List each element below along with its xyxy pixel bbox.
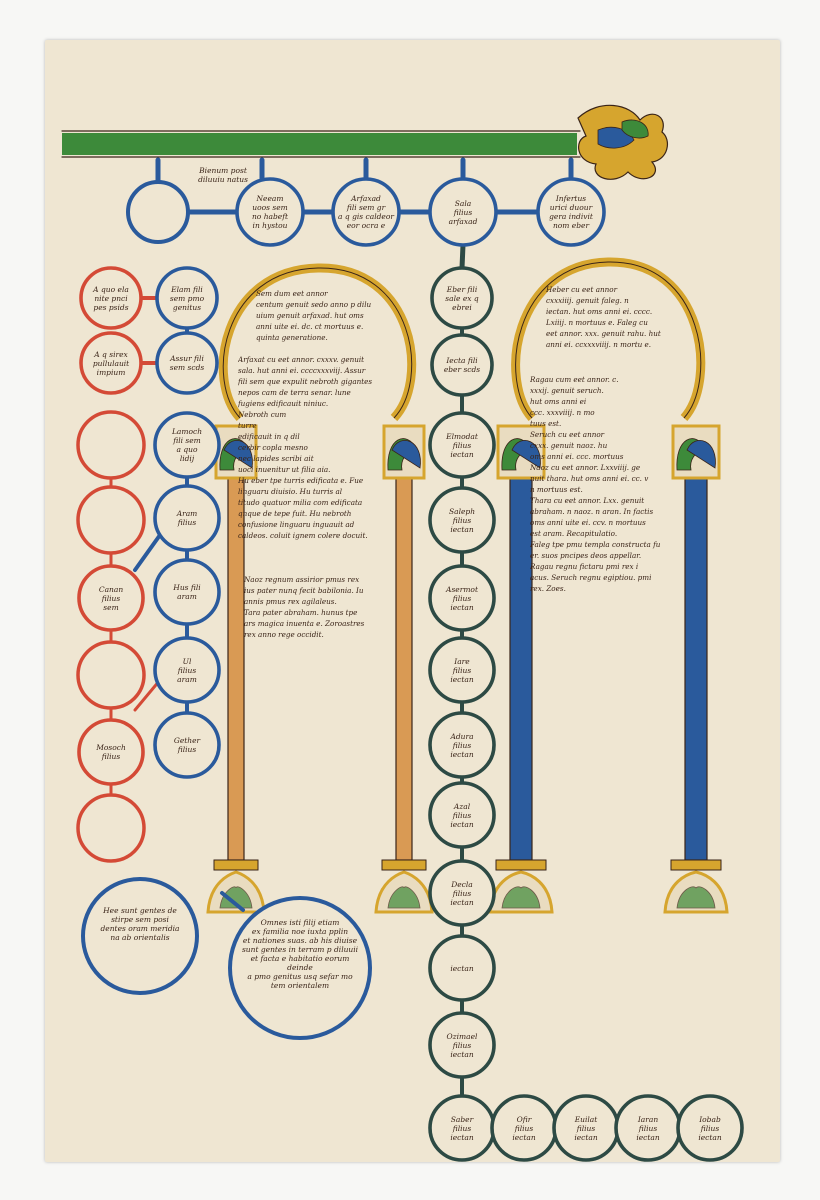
note-small-text: Hee sunt gentes de stirpe sem posi dente… <box>100 906 180 942</box>
ring-label-neeam: Neeam uoos sem no habeft in hystou <box>251 194 289 230</box>
ring-mosoch <box>77 718 145 786</box>
ring-iectan2 <box>428 934 496 1002</box>
arch-left-top-text: Sem dum eet annor centum genuit sedo ann… <box>256 289 372 342</box>
ring-label-elmodat: Elmodat filius iectan <box>446 431 478 459</box>
ring-blank <box>126 180 190 244</box>
ring-iare <box>428 636 496 704</box>
ring-label-aduram: Adura filius iectan <box>450 731 474 759</box>
ring-ozimael <box>428 1011 496 1079</box>
ring-decla <box>428 859 496 927</box>
left-arch-base-ring <box>213 859 259 871</box>
ring-aquo <box>79 266 143 330</box>
ring-neeam <box>235 177 305 247</box>
ring-label-iectan2: iectan <box>450 963 474 973</box>
ring-label-ul: Ul filius aram <box>177 656 197 684</box>
ring-label-sala: Sala filius arfaxad <box>448 198 478 226</box>
ring-ul <box>153 636 221 704</box>
ring-label-aquo: A quo ela nite pnci pes psids <box>93 284 129 312</box>
ring-asirex <box>79 331 143 395</box>
ring-label-asirex: A q sirex pullulauit impium <box>92 349 130 377</box>
right-arch-base-leaf <box>676 886 716 909</box>
right-arch-column-left <box>509 477 533 861</box>
ring-azal <box>428 781 496 849</box>
ring-label-iare: Iare filius iectan <box>450 656 474 684</box>
ring-asermot <box>428 564 496 632</box>
ring-label-arfaxad: Arfaxad fili sem gr a q gis caldeor eor … <box>338 194 394 230</box>
ring-sala <box>428 177 498 247</box>
arch-right-top-text: Heber cu eet annor cxxxiiij. genuit fale… <box>546 285 661 349</box>
ring-aram <box>153 484 221 552</box>
ring-elmodat <box>428 411 496 479</box>
right-arch-ring-outline <box>515 261 702 419</box>
left-arch-base-leaf <box>387 886 421 909</box>
ring-label-infertus: Infertus urici duour gera indivit nom eb… <box>549 194 593 230</box>
ring-elam <box>155 266 219 330</box>
ring-label-iectan: Iecta fili eber scds <box>443 356 481 374</box>
right-arch-column-right <box>684 477 708 861</box>
ring-note-small <box>81 877 199 995</box>
ring-note-large <box>228 896 372 1040</box>
ring-label-gether: Gether filius <box>173 736 201 754</box>
right-arch-capital-leaf <box>686 440 716 469</box>
connector <box>220 891 245 912</box>
left-arch-column-right <box>395 477 413 861</box>
right-arch-capital-leaf <box>511 440 541 469</box>
ring-label-asermot: Asermot filius iectan <box>446 584 478 612</box>
green-band <box>62 133 577 155</box>
ring-label-canan: Canan filius sem <box>98 584 124 612</box>
ring-gether <box>153 711 221 779</box>
ring-iobab <box>676 1094 744 1162</box>
right-arch-base-ring <box>670 859 722 871</box>
connector-diag <box>133 533 162 572</box>
ring-hus <box>153 558 221 626</box>
top-label: Bienum post diluuiu natus <box>198 166 248 184</box>
ring-saleph <box>428 486 496 554</box>
left-arch-capital-leaf <box>391 440 421 469</box>
note-large-text: Omnes isti filij etiam ex familia noe iu… <box>241 918 359 990</box>
ring-label-aram: Aram filius <box>176 509 198 527</box>
ring-aduram <box>428 711 496 779</box>
ring-label-iobab: Iobab filius iectan <box>698 1114 722 1142</box>
ring-label-ozimael: Ozimael filius iectan <box>446 1031 478 1059</box>
connector-sala-eber <box>459 242 466 271</box>
arch-left-bottom-text: Naoz regnum assirior pmus rex ius pater … <box>244 575 365 639</box>
ring-blank-red <box>76 485 146 555</box>
ring-label-azal: Azal filius iectan <box>450 801 474 829</box>
ring-blank-red <box>76 640 146 710</box>
ring-assur <box>155 331 219 395</box>
left-arch-base-ring <box>381 859 427 871</box>
ring-label-decla: Decla filius iectan <box>450 879 474 907</box>
ring-label-hus: Hus fili aram <box>173 583 201 601</box>
ring-label-assur: Assur fili sem scds <box>169 354 205 372</box>
ring-eber <box>430 266 494 330</box>
ring-label-ofir: Ofir filius iectan <box>512 1114 536 1142</box>
ring-label-lamoch: Lamoch fili sem a quo lidij <box>171 427 203 463</box>
ring-label-eber: Eber fili sale ex q ebrei <box>445 284 479 312</box>
ring-iectan <box>430 333 494 397</box>
ring-label-saleph: Saleph filius iectan <box>448 506 476 534</box>
left-arch-ring-outline <box>222 267 413 419</box>
left-arch-capital-leaf <box>223 440 253 469</box>
ring-label-iaran: Iaran filius iectan <box>636 1114 660 1142</box>
ring-canan <box>77 564 145 632</box>
ring-blank-red <box>76 410 146 480</box>
arch-left-body-text: Arfaxat cu eet annor. cxxxv. genuit sala… <box>238 355 373 540</box>
ring-label-mosoch: Mosoch filius <box>96 743 126 761</box>
right-arch-base-ring <box>495 859 547 871</box>
arch-right-body-text: Ragau cum eet annor. c. xxxij. genuit se… <box>530 375 661 593</box>
ring-label-saber: Saber filius iectan <box>450 1114 474 1142</box>
ring-infertus <box>536 177 606 247</box>
connector-diag <box>133 678 162 712</box>
ring-blank-red <box>76 793 146 863</box>
ring-label-euilat: Euilat filius iectan <box>574 1114 598 1142</box>
ring-lamoch <box>153 411 221 479</box>
ring-label-elam: Elam fili sem pmo genitus <box>169 284 205 312</box>
ring-arfaxad <box>331 177 401 247</box>
right-arch-base-leaf <box>501 886 541 909</box>
ornament-leaf-green <box>621 119 649 139</box>
